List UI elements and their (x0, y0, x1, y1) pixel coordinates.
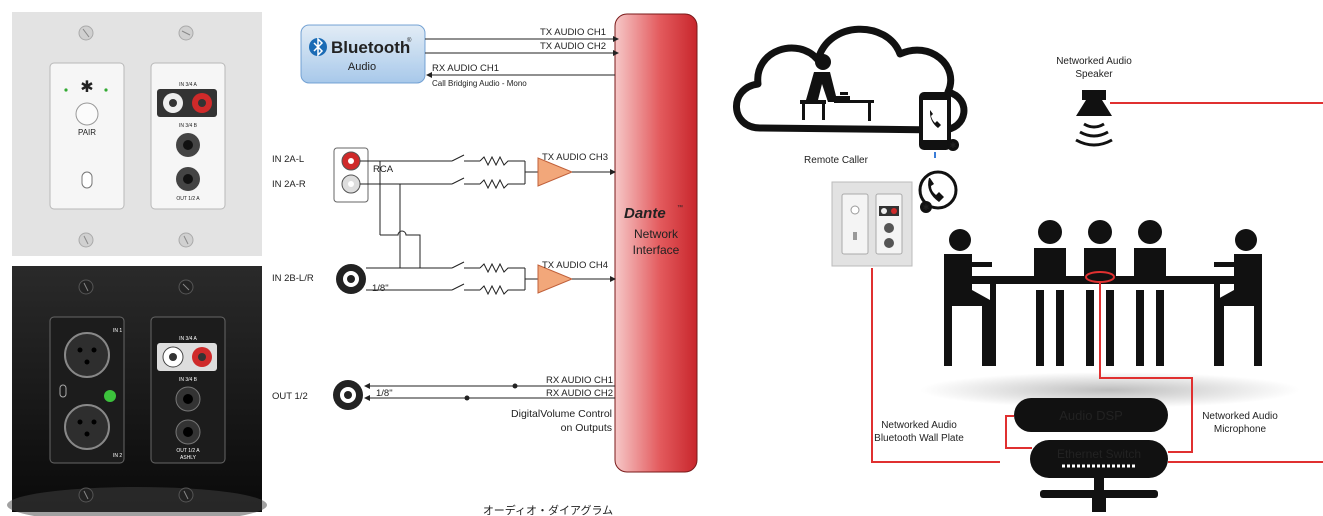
bluetooth-brand: Bluetooth (331, 38, 410, 57)
screw-icon (78, 279, 194, 503)
svg-text:✱: ✱ (923, 203, 930, 212)
speaker-label-line2: Speaker (1075, 69, 1113, 80)
svg-text:IN 3/4 B: IN 3/4 B (179, 123, 198, 129)
svg-text:1/8": 1/8" (372, 283, 389, 294)
bluetooth-wall-plate-icon (831, 181, 913, 267)
dante-logo: Dante (624, 205, 666, 222)
svg-text:OUT 1/2 A: OUT 1/2 A (176, 448, 200, 454)
svg-text:TX AUDIO CH4: TX AUDIO CH4 (542, 260, 608, 271)
svg-text:RCA: RCA (373, 164, 394, 175)
signal-flow-diagram: Bluetooth ® Audio Dante ™ Network Interf… (272, 13, 698, 516)
bluetooth-module (49, 62, 125, 210)
smartphone-icon: ✱ (919, 92, 959, 151)
microphone-label-line1: Networked Audio (1202, 411, 1278, 422)
screw-icon (78, 25, 194, 248)
svg-text:RX AUDIO CH2: RX AUDIO CH2 (546, 388, 613, 399)
diagram-caption: オーディオ・ダイアグラム (483, 503, 613, 516)
status-led (104, 390, 116, 402)
bluetooth-icon: ✱ (80, 79, 93, 96)
black-wall-plate-photo: IN 1 IN 2 IN 3/4 A IN 3/4 B OUT 1/2 A AS… (7, 266, 267, 516)
wallplate-label-line1: Networked Audio (881, 420, 957, 431)
audio-dsp-label: Audio DSP (1059, 408, 1123, 423)
dante-network-interface (614, 13, 698, 473)
svg-text:IN 2A-R: IN 2A-R (272, 179, 306, 190)
svg-text:DigitalVolume Control: DigitalVolume Control (511, 408, 612, 420)
svg-text:OUT 1/2 A: OUT 1/2 A (176, 196, 200, 202)
svg-text:RX AUDIO CH1: RX AUDIO CH1 (546, 375, 613, 386)
svg-text:TX AUDIO CH2: TX AUDIO CH2 (540, 41, 606, 52)
svg-text:®: ® (407, 37, 412, 44)
svg-text:IN 3/4 A: IN 3/4 A (179, 336, 197, 342)
pair-button[interactable] (75, 102, 99, 126)
ethernet-switch-box (1030, 440, 1168, 478)
svg-text:IN 2B-L/R: IN 2B-L/R (272, 273, 314, 284)
microphone-label-line2: Microphone (1214, 424, 1267, 435)
conference-table-icon (960, 276, 1250, 366)
system-diagram: Remote Caller ✱ ✱ Netwo (733, 25, 1323, 512)
floor-shadow (920, 372, 1300, 408)
remote-caller-person-icon (800, 54, 874, 121)
svg-text:™: ™ (677, 204, 683, 211)
network-base-icon (1040, 478, 1158, 512)
svg-text:Call Bridging Audio - Mono: Call Bridging Audio - Mono (432, 79, 527, 88)
network-label: Network (634, 227, 679, 241)
phone-call-icon: ✱ (918, 170, 958, 213)
svg-text:IN 3/4 A: IN 3/4 A (179, 82, 197, 88)
svg-text:TX AUDIO CH3: TX AUDIO CH3 (542, 152, 608, 163)
svg-text:RX AUDIO CH1: RX AUDIO CH1 (432, 63, 499, 74)
svg-text:✱: ✱ (950, 141, 957, 150)
interface-label: Interface (633, 243, 680, 257)
ethernet-switch-label: Ethernet Switch (1057, 447, 1141, 461)
svg-text:IN 2A-L: IN 2A-L (272, 154, 304, 165)
pair-label: PAIR (78, 128, 96, 137)
svg-text:ASHLY: ASHLY (180, 455, 197, 461)
remote-caller-label: Remote Caller (804, 155, 869, 166)
svg-text:1/8": 1/8" (376, 388, 393, 399)
bluetooth-audio-label: Audio (348, 61, 376, 73)
ceiling-speaker-icon (1075, 90, 1113, 147)
svg-text:IN 1: IN 1 (113, 328, 122, 334)
white-wall-plate-photo: ✱ PAIR IN 3/4 A IN 3/4 B OUT 1/2 A (12, 12, 262, 256)
volume-control-icon (81, 171, 93, 189)
wallplate-label-line2: Bluetooth Wall Plate (874, 433, 964, 444)
svg-text:TX AUDIO CH1: TX AUDIO CH1 (540, 27, 606, 38)
svg-text:OUT 1/2: OUT 1/2 (272, 391, 308, 402)
svg-text:IN 3/4 B: IN 3/4 B (179, 377, 198, 383)
bluetooth-audio-badge (300, 24, 426, 84)
svg-text:IN 2: IN 2 (113, 453, 122, 459)
meeting-people-icon (944, 220, 1262, 366)
cloud-icon (733, 25, 968, 134)
audio-dsp-box (1014, 398, 1168, 432)
svg-text:on Outputs: on Outputs (561, 422, 612, 434)
speaker-label-line1: Networked Audio (1056, 56, 1132, 67)
